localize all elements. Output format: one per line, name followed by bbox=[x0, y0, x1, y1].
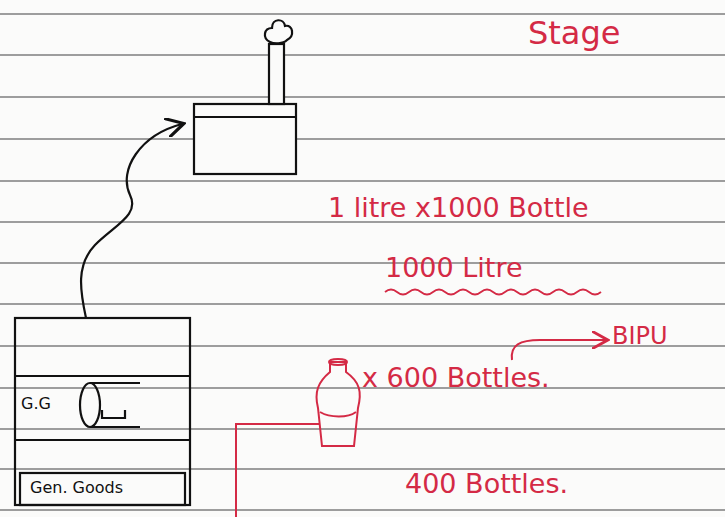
bottle-sketch bbox=[236, 359, 360, 517]
note-text: Stage bbox=[528, 14, 620, 52]
note-text: BIPU bbox=[612, 322, 668, 350]
node-label: G.G bbox=[21, 394, 190, 413]
ruled-lines bbox=[0, 14, 725, 510]
note-text: x 600 Bottles. bbox=[362, 362, 550, 393]
machine-band: G.G bbox=[15, 375, 190, 441]
note-text: 1 litre x1000 Bottle bbox=[328, 192, 589, 223]
note-text: 400 Bottles. bbox=[405, 468, 568, 499]
flow-arrow bbox=[81, 124, 182, 318]
callout-arrow bbox=[512, 340, 606, 360]
factory-sketch bbox=[194, 20, 296, 174]
node-label: Gen. Goods bbox=[30, 478, 185, 497]
note-text: 1000 Litre bbox=[385, 252, 523, 283]
base-band: Gen. Goods bbox=[20, 473, 185, 505]
wavy-underline bbox=[385, 290, 601, 295]
machine-outline bbox=[15, 318, 190, 505]
